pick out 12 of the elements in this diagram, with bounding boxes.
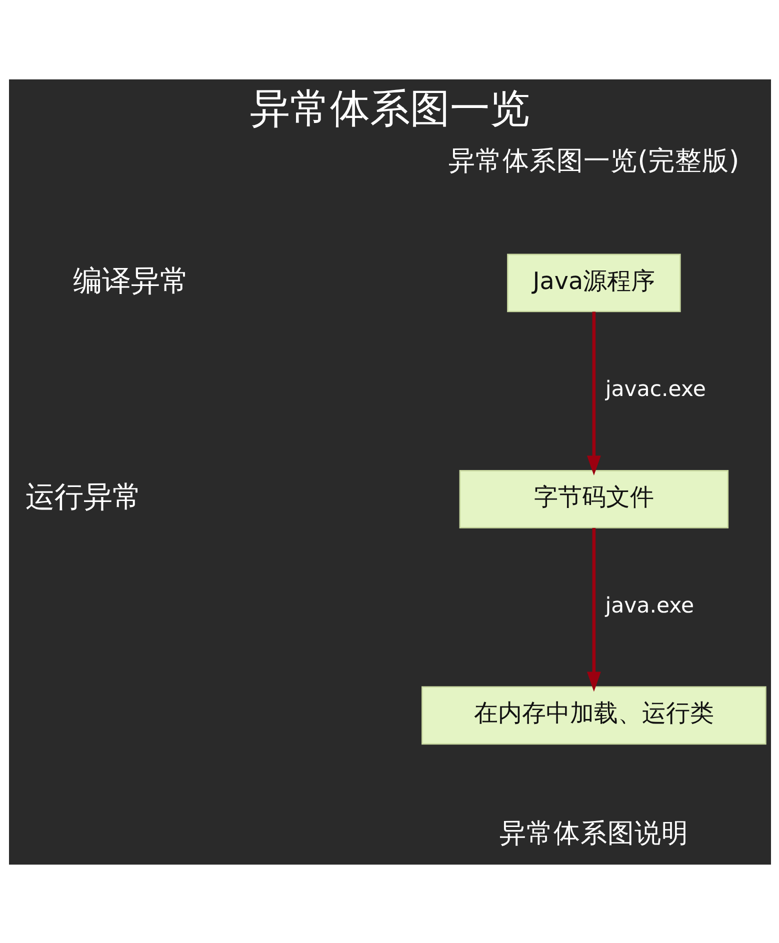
node-box: Java源程序	[506, 253, 680, 312]
node-box: 字节码文件	[458, 470, 728, 528]
edge-label: java.exe	[604, 592, 694, 618]
arrow	[586, 311, 600, 475]
edge-label: javac.exe	[604, 376, 706, 402]
label: 编译异常	[72, 262, 189, 297]
diagram-title: 异常体系图一览	[250, 85, 530, 132]
arrow	[586, 528, 600, 692]
label: 运行异常	[24, 479, 141, 514]
label: 异常体系图一览(完整版)	[448, 145, 739, 176]
node-box: 在内存中加载、运行类	[421, 686, 766, 744]
label: 异常体系图说明	[498, 818, 688, 849]
